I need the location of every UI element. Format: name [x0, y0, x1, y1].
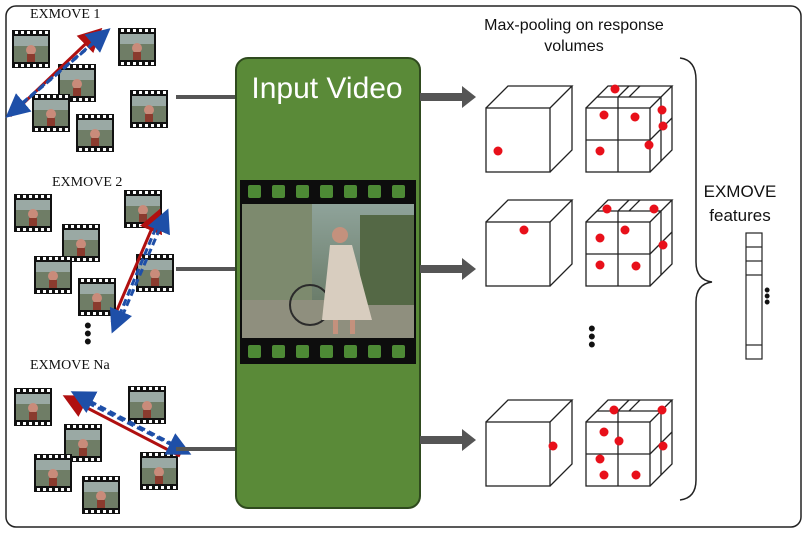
gray-arrows-out [420, 86, 476, 451]
exmove-features-title: EXMOVE features [703, 182, 777, 225]
features-brace [679, 57, 713, 501]
exmove1-blue-arrow-back [5, 34, 103, 118]
pooled-volume-1 [585, 85, 673, 173]
vdots-left: • • • [84, 313, 92, 354]
exmove2-blue-arrow-back [109, 217, 162, 334]
exmove2-blue-arrow [116, 208, 170, 327]
input-video-title: Input Video [251, 72, 403, 105]
outer-frame [5, 5, 802, 528]
vdots-mid: • • • [588, 316, 596, 357]
exmovena-blue-arrow-back [77, 396, 192, 455]
exmovena-label: EXMOVE Na [30, 358, 110, 373]
response-dots [493, 84, 668, 480]
exmove1-label: EXMOVE 1 [30, 7, 101, 22]
feature-vector [745, 232, 763, 360]
vdots-feature: • • • [764, 280, 771, 312]
gray-arrows-in [176, 91, 246, 455]
response-volume-2 [485, 199, 573, 287]
video-filmstrip [240, 180, 416, 364]
response-volume-1 [485, 85, 573, 173]
exmovena-blue-arrow [70, 391, 185, 452]
max-pooling-title: Max-pooling on response volumes [484, 17, 664, 55]
exmovena-thumbnails [14, 386, 178, 514]
exmove2-label: EXMOVE 2 [52, 175, 123, 190]
response-volume-na [485, 399, 573, 487]
